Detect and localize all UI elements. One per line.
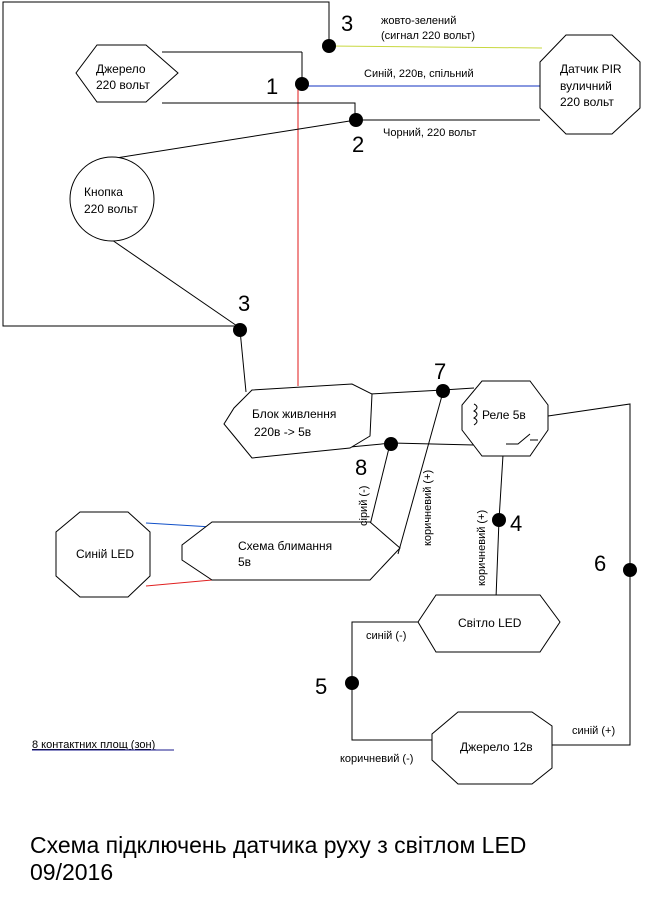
- point-6-dot: [623, 563, 637, 577]
- relay-symbol: [473, 403, 538, 445]
- pir-label-1: Датчик PIR: [560, 62, 622, 76]
- point-4-dot: [492, 513, 506, 527]
- point-7-label: 7: [434, 359, 446, 384]
- blink-circuit-shape: [181, 521, 401, 581]
- point-5-dot: [345, 676, 359, 690]
- button-shape: [69, 156, 155, 242]
- wire-label-blue-minus: синій (-): [366, 630, 406, 642]
- source-220-shape: [75, 44, 179, 103]
- point-1-dot: [295, 77, 309, 91]
- wire-grey-minus: [369, 443, 391, 526]
- wire-label-black-220: Чорний, 220 вольт: [383, 127, 476, 139]
- wire-left-loop: [2, 1, 330, 327]
- blink-label-2: 5в: [238, 555, 251, 569]
- caption-title: Схема підключень датчика руху з світлом …: [30, 832, 527, 858]
- relay-label: Реле 5в: [482, 408, 526, 422]
- light-led-shape: [417, 594, 561, 653]
- point-numbers: 3 1 2 3 7 8 4 6 5: [238, 11, 606, 699]
- pir-sensor-shape: [539, 34, 641, 135]
- wire-label-brown-minus: коричневий (-): [340, 753, 413, 765]
- wire-brown-plus-a: [397, 391, 444, 555]
- wire-label-blue-220: Синій, 220в, спільний: [364, 68, 474, 80]
- source-220-label-2: 220 вольт: [96, 78, 150, 92]
- wire-label-blue-plus: синій (+): [572, 725, 615, 737]
- point-2-label: 2: [352, 132, 364, 157]
- light-led-label: Світло LED: [458, 616, 522, 630]
- wire-psu-to-7: [369, 387, 475, 395]
- wire-label-grey-minus: сірий (-): [358, 486, 370, 526]
- source-12v-shape: [431, 711, 553, 785]
- diagram-caption: Схема підключень датчика руху з світлом …: [30, 832, 526, 886]
- wire-yellow-green: [328, 45, 543, 49]
- source-220-label-1: Джерело: [96, 62, 146, 76]
- point-8-dot: [384, 437, 398, 451]
- shapes: [55, 34, 641, 785]
- psu-label-1: Блок живлення: [252, 407, 336, 421]
- wire-led-blue: [145, 522, 213, 528]
- wire-source-to-2: [162, 102, 356, 116]
- blink-label-1: Схема блимання: [238, 539, 332, 553]
- source-12v-label: Джерело 12в: [460, 740, 533, 754]
- wire-label-brown-plus-a: коричневий (+): [422, 470, 434, 546]
- pir-label-2: вуличний: [560, 79, 612, 93]
- point-3-mid-label: 3: [238, 291, 250, 316]
- caption-date: 09/2016: [30, 859, 114, 885]
- wire-led-red: [145, 579, 213, 587]
- point-6-label: 6: [594, 551, 606, 576]
- connection-points: [233, 39, 637, 690]
- relay-switch-icon: [506, 433, 531, 445]
- wire-3-to-psu: [239, 329, 247, 393]
- point-7-dot: [436, 384, 450, 398]
- point-4-label: 4: [510, 511, 522, 536]
- wire-labels: жовто-зелений (сигнал 220 вольт) Синій, …: [340, 15, 615, 765]
- point-2-dot: [349, 113, 363, 127]
- blue-led-label: Синій LED: [76, 547, 134, 561]
- point-3-top-label: 3: [341, 11, 353, 36]
- point-8-label: 8: [355, 455, 367, 480]
- button-label-1: Кнопка: [84, 185, 123, 199]
- wire-label-yellow-green-2: (сигнал 220 вольт): [381, 30, 475, 42]
- point-1-label: 1: [266, 74, 278, 99]
- pir-label-3: 220 вольт: [560, 95, 614, 109]
- wire-relay-to-6: [547, 403, 631, 746]
- wire-label-brown-plus-b: коричневий (+): [476, 510, 488, 586]
- wire-psu-to-8: [349, 442, 475, 448]
- contact-zones-note: 8 контактних площ (зон): [32, 739, 155, 751]
- wire-label-yellow-green-1: жовто-зелений: [381, 15, 456, 27]
- point-5-label: 5: [315, 674, 327, 699]
- blue-led-shape: [55, 511, 151, 598]
- point-3-mid-dot: [233, 323, 247, 337]
- button-label-2: 220 вольт: [84, 202, 138, 216]
- node-labels: Джерело 220 вольт Датчик PIR вуличний 22…: [76, 62, 622, 754]
- wire-button-to-3: [111, 239, 241, 329]
- point-3-top-dot: [322, 39, 336, 53]
- psu-label-2: 220в -> 5в: [254, 425, 311, 439]
- relay-coil-icon: [473, 403, 478, 426]
- psu-shape: [223, 383, 373, 459]
- wire-2-to-button: [115, 119, 357, 159]
